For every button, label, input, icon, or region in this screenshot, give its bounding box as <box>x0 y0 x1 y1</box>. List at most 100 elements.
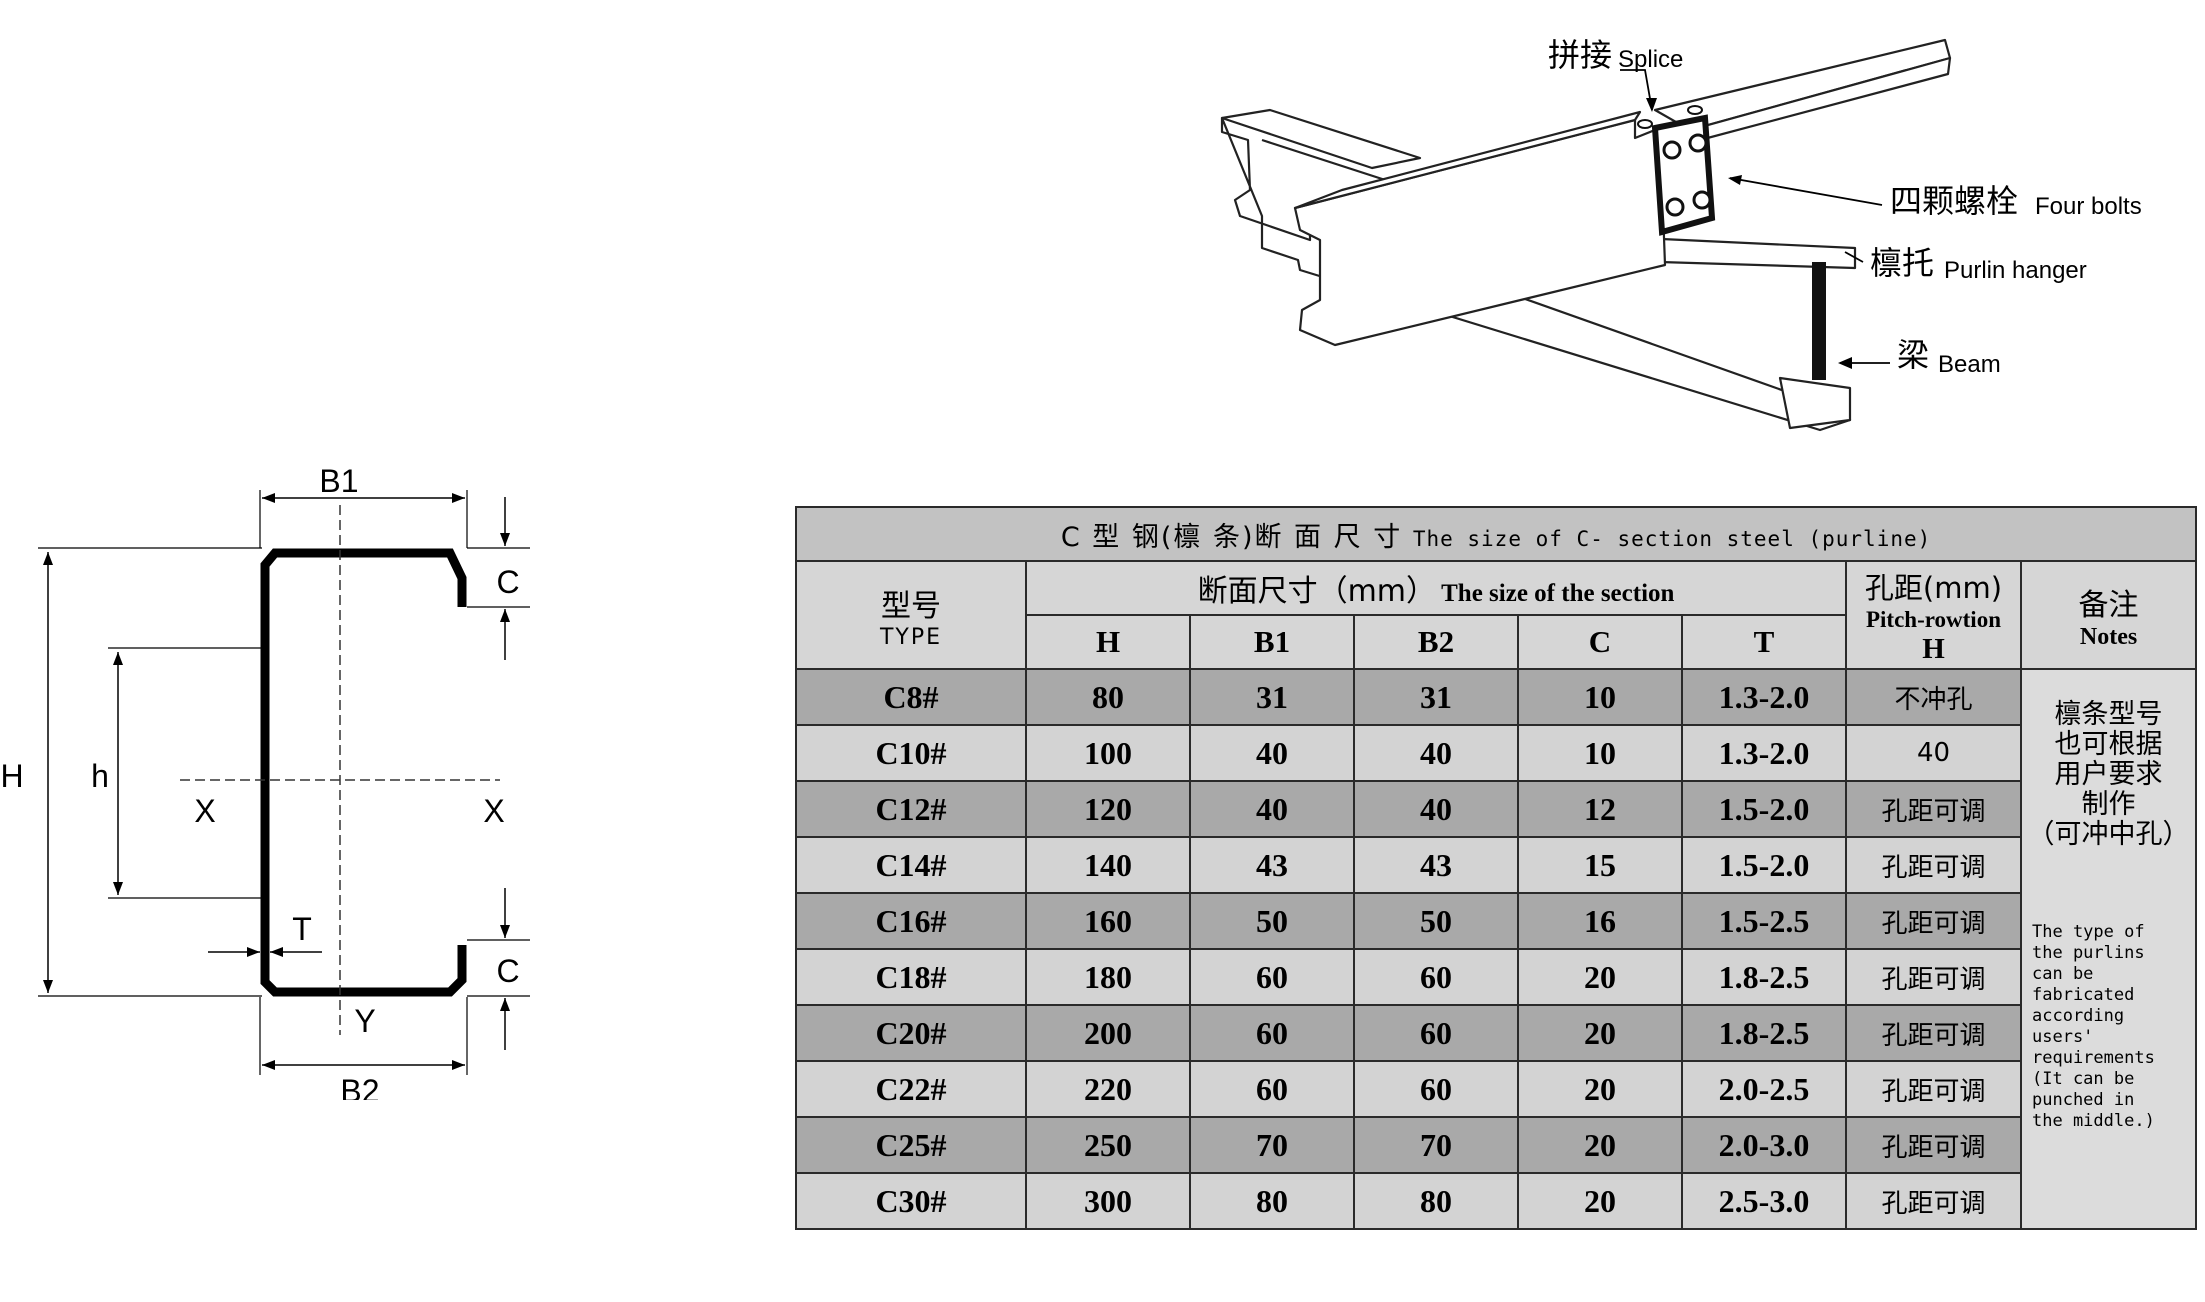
table-title-cn: C 型 钢(檩 条)断 面 尺 寸 <box>1060 521 1403 553</box>
type-header-en: TYPE <box>879 624 943 650</box>
splice-label-en: Splice <box>1618 46 1683 73</box>
cell-b1: 60 <box>1189 1060 1355 1118</box>
cell-h: 250 <box>1025 1116 1191 1174</box>
cell-t: 2.0-3.0 <box>1681 1116 1847 1174</box>
splice-leader <box>1620 69 1653 111</box>
notes-header-cn: 备注 <box>2078 587 2139 623</box>
h-outer-label: H <box>0 758 23 794</box>
cell-t: 2.0-2.5 <box>1681 1060 1847 1118</box>
cell-c: 20 <box>1517 1004 1683 1062</box>
hanger-label-en: Purlin hanger <box>1944 257 2087 284</box>
notes-header: 备注 Notes <box>2019 560 2198 670</box>
pitch-header-cn: 孔距(mm) <box>1864 570 2003 605</box>
b2-label: B2 <box>340 1073 379 1100</box>
cell-b2: 40 <box>1353 724 1519 782</box>
bolt-icon <box>1662 140 1682 160</box>
cell-t: 2.5-3.0 <box>1681 1172 1847 1230</box>
cell-b2: 60 <box>1353 948 1519 1006</box>
cell-b2: 50 <box>1353 892 1519 950</box>
col-header-b2: B2 <box>1353 614 1519 670</box>
cell-pitch: 孔距可调 <box>1845 892 2022 950</box>
cell-type: C14# <box>795 836 1027 894</box>
c-top-label: C <box>496 564 519 600</box>
beam-label-en: Beam <box>1938 351 2001 378</box>
hanger-label-cn: 檩托 <box>1870 244 1934 282</box>
cell-h: 160 <box>1025 892 1191 950</box>
notes-cell: 檩条型号 也可根据 用户要求 制作 （可冲中孔）The type of the … <box>2019 668 2198 1230</box>
cell-b2: 60 <box>1353 1060 1519 1118</box>
cell-b2: 70 <box>1353 1116 1519 1174</box>
cell-pitch: 孔距可调 <box>1845 780 2022 838</box>
cell-h: 180 <box>1025 948 1191 1006</box>
back-purlin-flange <box>1220 108 1422 170</box>
notes-text-cn: 檩条型号 也可根据 用户要求 制作 （可冲中孔） <box>2027 699 2190 850</box>
cell-c: 10 <box>1517 668 1683 726</box>
cell-b2: 60 <box>1353 1004 1519 1062</box>
cell-h: 220 <box>1025 1060 1191 1118</box>
h-inner-label: h <box>91 758 109 794</box>
cell-c: 12 <box>1517 780 1683 838</box>
col-header-b1: B1 <box>1189 614 1355 670</box>
cell-b1: 40 <box>1189 780 1355 838</box>
bolts-label-cn: 四颗螺栓 <box>1890 182 2018 220</box>
cell-c: 16 <box>1517 892 1683 950</box>
cell-type: C12# <box>795 780 1027 838</box>
purlin-assembly-diagram: 拼接 Splice 四颗螺栓 Four bolts 檩托 Purlin hang… <box>1220 36 2142 432</box>
cell-h: 120 <box>1025 780 1191 838</box>
cell-pitch: 40 <box>1845 724 2022 782</box>
section-header: 断面尺寸（mm） The size of the section <box>1025 560 1847 616</box>
col-header-h: H <box>1025 614 1191 670</box>
bolt-icon <box>1692 190 1712 210</box>
cell-h: 300 <box>1025 1172 1191 1230</box>
col-header-c: C <box>1517 614 1683 670</box>
cell-b1: 40 <box>1189 724 1355 782</box>
cell-b1: 31 <box>1189 668 1355 726</box>
cell-b2: 40 <box>1353 780 1519 838</box>
cell-type: C22# <box>795 1060 1027 1118</box>
cell-t: 1.5-2.0 <box>1681 836 1847 894</box>
cell-type: C20# <box>795 1004 1027 1062</box>
beam-label-cn: 梁 <box>1897 336 1929 374</box>
front-purlin <box>1293 118 1667 347</box>
cell-t: 1.3-2.0 <box>1681 724 1847 782</box>
col-header-t: T <box>1681 614 1847 670</box>
cell-type: C18# <box>795 948 1027 1006</box>
cell-pitch: 不冲孔 <box>1845 668 2022 726</box>
table-title: C 型 钢(檩 条)断 面 尺 寸 The size of C- section… <box>794 506 2198 562</box>
x-right-label: X <box>483 793 504 829</box>
section-header-cn: 断面尺寸（mm） <box>1197 574 1437 609</box>
c-section-size-table: C 型 钢(檩 条)断 面 尺 寸 The size of C- section… <box>794 506 2198 1230</box>
cell-c: 20 <box>1517 1060 1683 1118</box>
cell-b1: 50 <box>1189 892 1355 950</box>
cell-b1: 43 <box>1189 836 1355 894</box>
section-header-en: The size of the section <box>1441 580 1675 607</box>
cell-t: 1.8-2.5 <box>1681 948 1847 1006</box>
cell-c: 10 <box>1517 724 1683 782</box>
beam-web <box>1812 262 1826 380</box>
t-label: T <box>292 911 312 947</box>
cell-c: 20 <box>1517 1172 1683 1230</box>
pitch-header: 孔距(mm) Pitch-rowtion H <box>1845 560 2022 670</box>
c-bottom-label: C <box>496 953 519 989</box>
cell-type: C8# <box>795 668 1027 726</box>
cell-pitch: 孔距可调 <box>1845 1004 2022 1062</box>
cell-pitch: 孔距可调 <box>1845 1172 2022 1230</box>
bolt-icon <box>1688 133 1708 153</box>
cell-pitch: 孔距可调 <box>1845 836 2022 894</box>
cell-type: C16# <box>795 892 1027 950</box>
cell-type: C10# <box>795 724 1027 782</box>
table-title-en: The size of C- section steel (purline) <box>1412 526 1932 551</box>
cell-t: 1.3-2.0 <box>1681 668 1847 726</box>
type-header-cn: 型号 <box>881 588 941 624</box>
y-label: Y <box>354 1003 375 1039</box>
cell-pitch: 孔距可调 <box>1845 948 2022 1006</box>
cell-b2: 80 <box>1353 1172 1519 1230</box>
cell-b1: 60 <box>1189 1004 1355 1062</box>
